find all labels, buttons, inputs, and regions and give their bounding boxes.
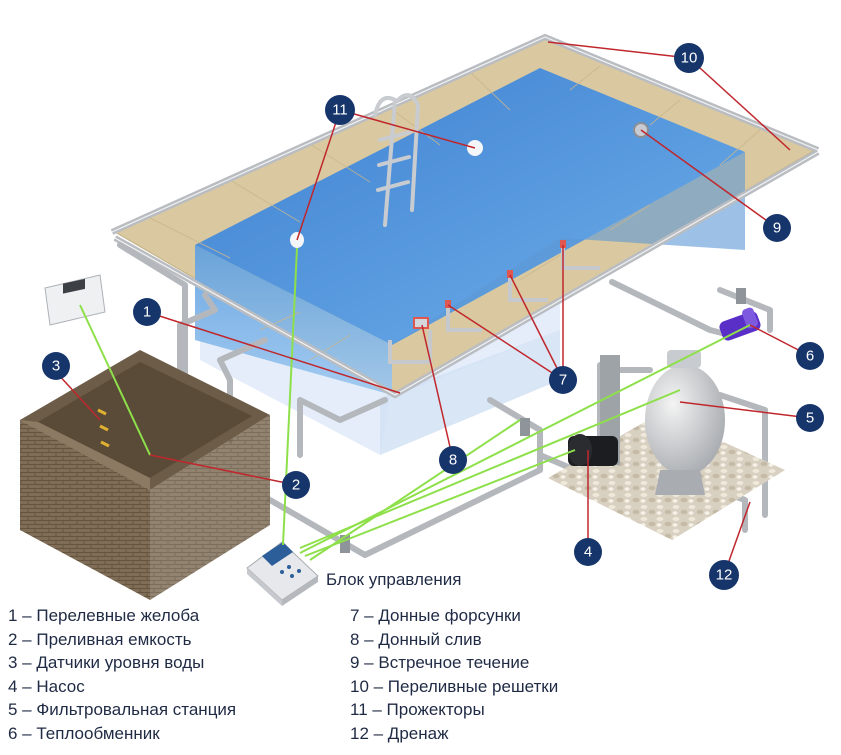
marker-11: 11 (325, 95, 355, 125)
marker-3: 3 (42, 352, 70, 380)
marker-7: 7 (549, 366, 577, 394)
pool-ladder (373, 93, 421, 227)
svg-text:12: 12 (716, 567, 733, 584)
svg-text:9: 9 (773, 220, 781, 237)
legend-left: 1 – Перелевные желоба 2 – Преливная емко… (8, 604, 236, 745)
legend-item: 11 – Прожекторы (350, 700, 485, 719)
svg-text:4: 4 (584, 544, 592, 561)
heat-exchanger (719, 307, 761, 341)
marker-6: 6 (796, 342, 824, 370)
legend-item: 4 – Насос (8, 676, 85, 696)
svg-text:3: 3 (52, 358, 60, 375)
svg-text:1: 1 (143, 304, 151, 321)
control-unit (246, 541, 319, 606)
valves (340, 288, 746, 553)
svg-text:7: 7 (559, 372, 567, 389)
control-unit-label: Блок управления (326, 570, 462, 589)
legend-item: 2 – Преливная емкость (8, 629, 192, 649)
callout-lines (55, 41, 811, 576)
legend-item: 6 – Теплообменник (8, 723, 160, 743)
signal-lines (79, 247, 751, 561)
overflow-tank (20, 350, 270, 600)
marker-5: 5 (796, 404, 824, 432)
svg-text:11: 11 (332, 102, 348, 119)
marker-10: 10 (674, 43, 704, 73)
legend-item: 3 – Датчики уровня воды (8, 653, 205, 672)
pump (568, 434, 618, 466)
marker-8: 8 (439, 446, 467, 474)
svg-text:8: 8 (449, 452, 457, 469)
water-level-sensors (97, 408, 110, 448)
legend-item: 12 – Дренаж (350, 723, 449, 743)
legend-item: 7 – Донные форсунки (350, 606, 521, 625)
bottom-drain (413, 317, 429, 329)
legend-item: 8 – Донный слив (350, 629, 482, 649)
marker-4: 4 (574, 538, 602, 566)
svg-text:5: 5 (806, 410, 814, 427)
svg-text:2: 2 (292, 477, 300, 494)
marker-1: 1 (133, 298, 161, 326)
sensor-control-box (44, 274, 106, 326)
marker-9: 9 (763, 214, 791, 242)
legend-item: 5 – Фильтровальная станция (8, 700, 237, 719)
marker-12: 12 (709, 560, 739, 590)
legend-item: 9 – Встречное течение (350, 653, 530, 672)
marker-2: 2 (282, 471, 310, 499)
svg-text:10: 10 (681, 50, 698, 67)
legend-item: 1 – Перелевные желоба (8, 606, 200, 625)
svg-text:6: 6 (806, 348, 814, 365)
legend-item: 10 – Переливные решетки (350, 676, 559, 696)
legend-right: 7 – Донные форсунки 8 – Донный слив 9 – … (350, 604, 558, 745)
